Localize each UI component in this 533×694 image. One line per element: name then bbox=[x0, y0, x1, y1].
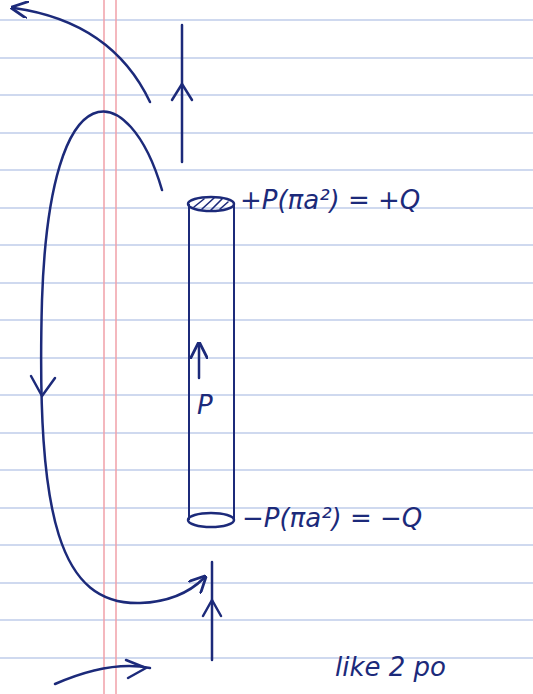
cylinder-end bbox=[188, 513, 234, 527]
margin-line bbox=[115, 0, 117, 694]
direction-arrow bbox=[126, 660, 146, 678]
field-line bbox=[41, 112, 204, 604]
polarization-arrow bbox=[198, 345, 201, 378]
direction-arrow bbox=[172, 84, 192, 100]
polarized-cylinder: P bbox=[188, 204, 235, 520]
margin-line bbox=[103, 0, 105, 694]
field-line bbox=[181, 25, 184, 162]
charge-label: like 2 po bbox=[335, 652, 446, 683]
charge-label: +P(πa²) = +Q bbox=[240, 185, 420, 216]
field-line bbox=[211, 562, 214, 660]
polarization-symbol: P bbox=[197, 390, 213, 420]
cylinder-end bbox=[188, 197, 234, 211]
direction-arrow bbox=[31, 376, 55, 396]
end-hatching bbox=[194, 198, 228, 210]
ruled-lines bbox=[0, 20, 533, 658]
direction-arrow bbox=[203, 600, 221, 616]
charge-label: −P(πa²) = −Q bbox=[242, 503, 422, 534]
field-line bbox=[14, 8, 150, 102]
